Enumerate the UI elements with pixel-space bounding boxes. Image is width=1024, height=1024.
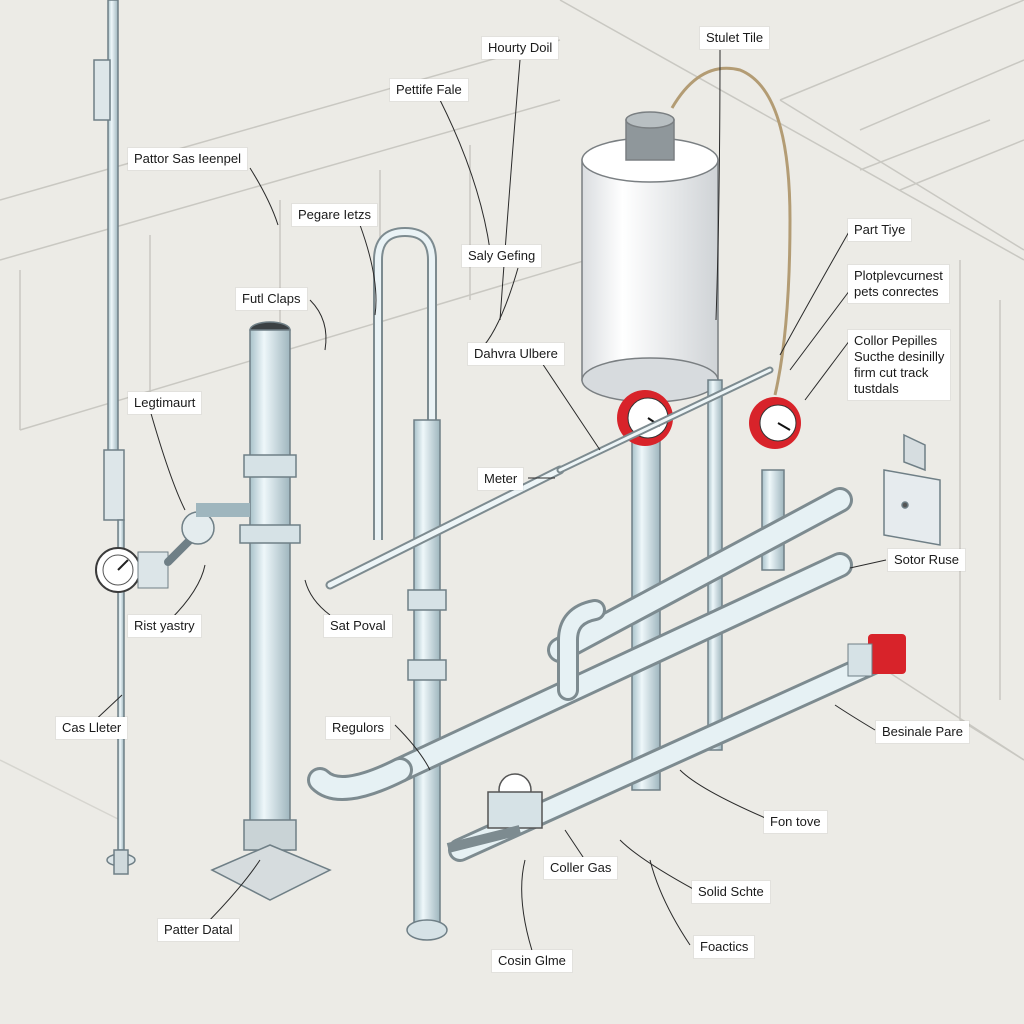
label-sat-poval: Sat Poval	[324, 615, 392, 637]
label-solid-schte: Solid Schte	[692, 881, 770, 903]
storage-tank	[581, 111, 719, 403]
junction-box-icon	[883, 433, 941, 546]
label-pettife-fale: Pettife Fale	[390, 79, 468, 101]
label-foactics: Foactics	[694, 936, 755, 958]
label-fon-tove: Fon tove	[764, 811, 827, 833]
label-plotplevcurnest: Plotplevcurnest pets conrectes	[848, 265, 949, 303]
red-gauge-left-icon	[617, 390, 673, 446]
riser-pipe	[406, 419, 448, 941]
label-regulors: Regulors	[326, 717, 391, 739]
label-futl-claps: Futl Claps	[236, 288, 307, 310]
leader-lines	[89, 49, 887, 961]
label-meter: Meter	[478, 468, 524, 490]
label-saly-gefing: Saly Gefing	[462, 245, 542, 267]
label-besinale-pare: Besinale Pare	[876, 721, 969, 743]
main-column-pipe	[196, 321, 332, 901]
label-pattor-sas: Pattor Sas Ieenpel	[128, 148, 247, 170]
label-pegare-letzs: Pegare Ietzs	[292, 204, 377, 226]
label-dahvra-ulbere: Dahvra Ulbere	[468, 343, 564, 365]
diagonal-pipes	[307, 366, 892, 862]
wall-background	[0, 0, 1024, 821]
label-legtimaurt: Legtimaurt	[128, 392, 202, 414]
label-sotor-ruse: Sotor Ruse	[888, 549, 966, 571]
left-rod	[93, 0, 136, 875]
label-collor-pepilles: Collor Pepilles Sucthe desinilly firm cu…	[848, 330, 951, 400]
red-gauge-right-icon	[749, 397, 801, 449]
red-valve-icon	[847, 634, 906, 677]
u-loop-pipe	[373, 226, 437, 540]
label-stulet-tile: Stulet Tile	[700, 27, 770, 49]
label-patter-datal: Patter Datal	[158, 919, 239, 941]
label-part-tiye: Part Tiye	[848, 219, 912, 241]
bottom-meter-icon	[446, 773, 543, 853]
label-cosin-glme: Cosin Glme	[492, 950, 572, 972]
label-rist-yastry: Rist yastry	[128, 615, 201, 637]
label-hourly-doil: Hourty Doil	[482, 37, 559, 59]
left-pressure-gauge-icon	[95, 511, 215, 593]
label-coller-gas: Coller Gas	[544, 857, 618, 879]
label-cas-lleter: Cas Lleter	[56, 717, 128, 739]
braided-hose	[670, 66, 792, 396]
